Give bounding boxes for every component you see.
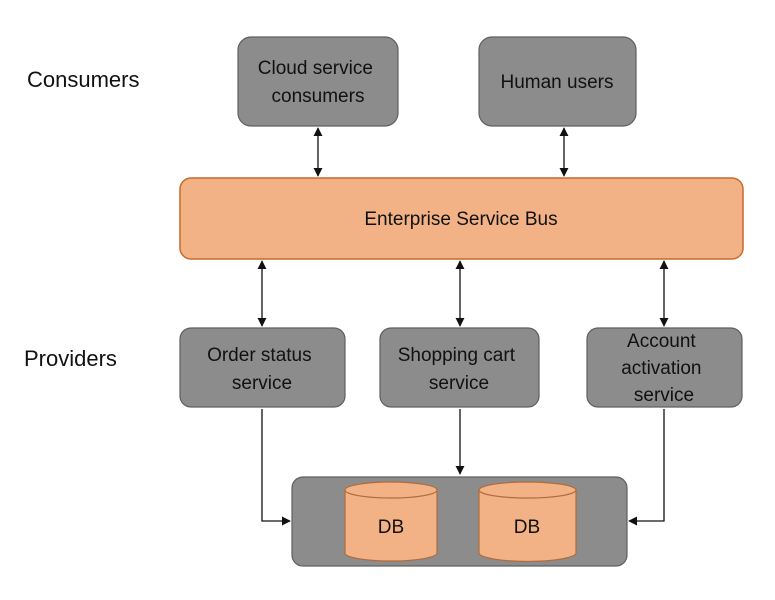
enterprise-service-bus-label: Enterprise Service Bus xyxy=(364,209,557,230)
account-service-line-3: service xyxy=(634,385,694,406)
human-users-label: Human users xyxy=(501,72,614,93)
cart-service-line-2: service xyxy=(429,373,489,394)
order-service-line-1: Order status xyxy=(207,345,312,366)
svg-text:Order status service: Order status service xyxy=(207,345,317,394)
account-db-connector xyxy=(628,409,665,526)
cart-service-line-1: Shopping cart xyxy=(398,345,516,366)
order-service-line-2: service xyxy=(232,373,292,394)
shopping-cart-service-node: Shopping cart service xyxy=(379,327,540,408)
account-service-line-2: activation xyxy=(621,358,701,379)
providers-label: Providers xyxy=(24,346,117,371)
order-status-service-node: Order status service xyxy=(179,327,346,408)
cloud-consumers-line-2: consumers xyxy=(272,86,365,107)
db-cylinder-2: DB xyxy=(478,481,577,563)
svg-text:Human users: Human users xyxy=(501,72,614,93)
database-container: DB DB xyxy=(291,476,628,567)
db-1-label: DB xyxy=(378,517,404,538)
db-cylinder-1: DB xyxy=(344,481,438,562)
svg-text:Shopping cart service: Shopping cart service xyxy=(398,345,521,394)
svg-text:Cloud service consumers: Cloud service consumers xyxy=(258,58,378,107)
svg-text:Account activation: Account activation service xyxy=(621,331,707,406)
human-users-node: Human users xyxy=(478,36,637,127)
enterprise-service-bus-node: Enterprise Service Bus xyxy=(179,177,744,260)
account-activation-service-node: Account activation service xyxy=(586,327,743,408)
cloud-service-consumers-node: Cloud service consumers xyxy=(237,36,399,127)
consumers-label: Consumers xyxy=(27,67,139,92)
account-service-line-1: Account xyxy=(627,331,696,352)
db-2-label: DB xyxy=(514,517,540,538)
cloud-consumers-line-1: Cloud service xyxy=(258,58,373,79)
order-db-connector xyxy=(261,409,291,526)
